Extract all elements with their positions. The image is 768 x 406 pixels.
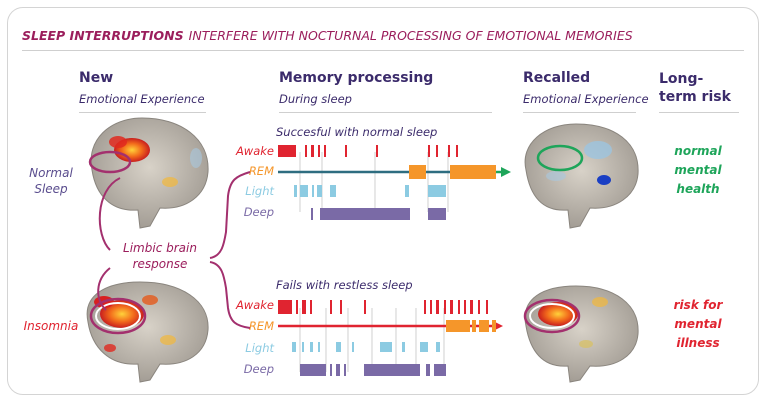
risk-normal-line-2: mental xyxy=(674,163,722,177)
col-risk-rule xyxy=(659,112,739,113)
title-bold: SLEEP INTERRUPTIONS xyxy=(22,28,184,43)
limbic-label: Limbic brain response xyxy=(123,241,197,271)
col-recalled-rule xyxy=(523,112,636,113)
col-recalled-title: Recalled xyxy=(523,70,591,86)
stage-rem-insomnia: REM xyxy=(248,319,274,333)
risk-normal-line-3: health xyxy=(676,182,720,196)
stage-deep-insomnia: Deep xyxy=(243,362,274,376)
risk-insomnia: risk for mental illness xyxy=(656,296,740,353)
figure-title: SLEEP INTERRUPTIONS INTERFERE WITH NOCTU… xyxy=(22,25,633,44)
row-label-insomnia: Insomnia xyxy=(23,319,79,333)
risk-insomnia-line-2: mental xyxy=(674,317,722,331)
brain-scan-icon-normal-new xyxy=(88,117,209,229)
col-new-title: New xyxy=(79,70,114,86)
risk-normal-line-1: normal xyxy=(674,144,722,158)
title-rule xyxy=(22,50,744,51)
risk-normal: normal mental health xyxy=(656,142,740,199)
brain-scan-icon-normal-recalled xyxy=(524,123,639,229)
risk-insomnia-line-1: risk for xyxy=(673,298,723,312)
col-memory-title: Memory processing xyxy=(279,70,434,86)
title-rest: INTERFERE WITH NOCTURNAL PROCESSING OF E… xyxy=(188,28,633,43)
hypnogram-insomnia xyxy=(278,300,503,376)
row-label-normal-sleep: Normal Sleep xyxy=(29,166,73,196)
hypnogram-normal xyxy=(278,145,511,220)
brain-scan-icon-insomnia-recalled xyxy=(523,285,639,383)
caption-normal: Succesful with normal sleep xyxy=(276,125,438,139)
col-memory-subtitle: During sleep xyxy=(279,92,352,106)
col-risk-title: Long-term risk xyxy=(659,71,731,105)
col-recalled-subtitle: Emotional Experience xyxy=(523,92,649,106)
stage-deep-normal: Deep xyxy=(243,205,274,219)
brain-scan-icon-insomnia-new xyxy=(86,281,209,383)
stage-light-insomnia: Light xyxy=(245,341,274,355)
stage-light-normal: Light xyxy=(245,184,274,198)
risk-insomnia-line-3: illness xyxy=(676,336,720,350)
col-memory-rule xyxy=(279,112,492,113)
figure-frame xyxy=(7,7,759,395)
stage-awake-insomnia: Awake xyxy=(235,298,274,312)
bracket-icon xyxy=(97,171,251,329)
col-new-rule xyxy=(79,112,206,113)
stage-awake-normal: Awake xyxy=(235,144,274,158)
caption-insomnia: Fails with restless sleep xyxy=(276,278,413,292)
stage-rem-normal: REM xyxy=(248,164,274,178)
col-new-subtitle: Emotional Experience xyxy=(79,92,205,106)
